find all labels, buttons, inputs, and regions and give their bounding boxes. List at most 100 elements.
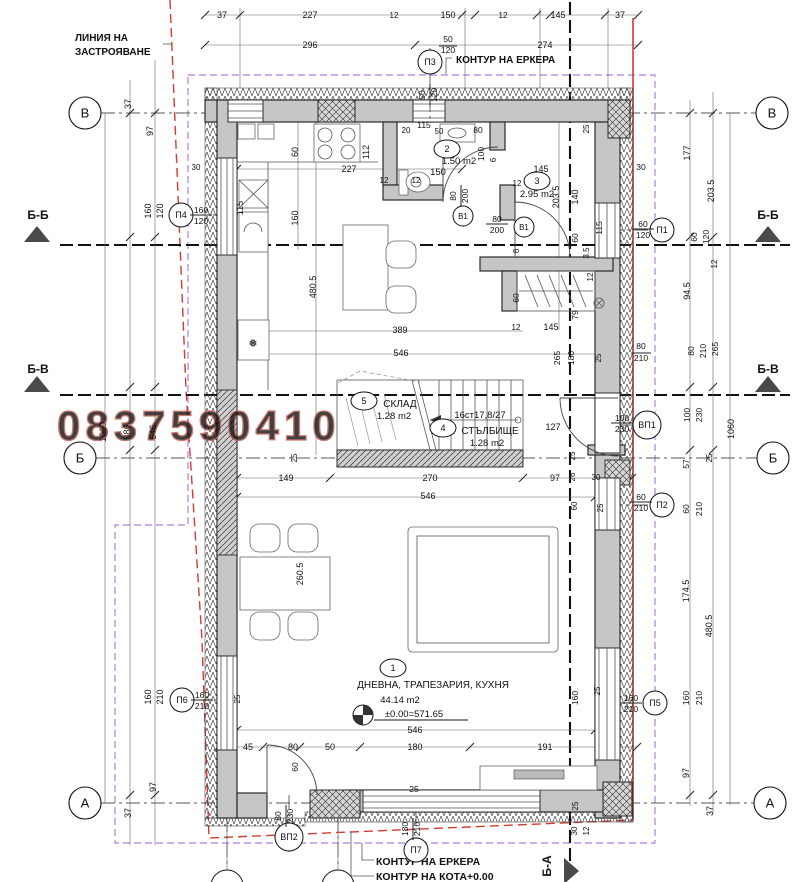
opening-size: 80 <box>492 214 502 224</box>
window-p2 <box>594 477 621 531</box>
room-number-bubble <box>433 139 461 159</box>
section-label: Б-А <box>540 855 554 877</box>
dimension-label: 160 <box>290 210 300 225</box>
room-extra: ±0.00=571.65 <box>385 709 443 720</box>
dimension-label: 150 <box>440 10 455 20</box>
room-extra: 150 <box>430 167 446 178</box>
dimension-label: 270 <box>422 473 437 483</box>
dimension-label: 3.5 <box>582 247 591 259</box>
annotation-note: КОНТУР НА КОТА+0.00 <box>376 871 494 882</box>
bay-window-contour <box>114 74 656 844</box>
dimension-label: 60 <box>689 232 699 242</box>
opening-size: 180 <box>400 822 410 836</box>
window-p5 <box>594 647 621 761</box>
room-name: ДНЕВНА, ТРАПЕЗАРИЯ, КУХНЯ <box>357 680 509 691</box>
dimension-label: 210 <box>694 502 704 516</box>
axis-bubble <box>68 786 102 820</box>
dimension-label: 149 <box>278 473 293 483</box>
opening-size: 200 <box>460 189 470 203</box>
opening-size: 160 <box>194 205 208 215</box>
dimension-label: 60 <box>570 501 579 510</box>
toilet <box>398 169 431 196</box>
dimension-label: 50 <box>435 127 444 136</box>
section-triangle <box>564 858 579 882</box>
watermark-text: 0837590410 <box>57 402 341 449</box>
opening-tag-bubble <box>452 205 474 227</box>
dimension-label: 180 <box>566 351 576 365</box>
tv-cabinet <box>479 765 598 791</box>
dimension-label: 480.5 <box>704 615 714 638</box>
window-p6 <box>216 655 238 751</box>
opening-size: 60 <box>636 492 646 502</box>
dimension-label: 12 <box>582 826 591 835</box>
dimension-label: 25 <box>582 124 591 133</box>
base-cabinet <box>238 211 269 253</box>
kitchen-island <box>342 224 417 314</box>
section-label: Б-Б <box>757 208 779 222</box>
wc-sink <box>439 123 476 143</box>
opening-size: 230 <box>285 809 295 823</box>
dimension-label: 180 <box>407 742 422 752</box>
dimension-label: 6 <box>489 157 498 162</box>
axis-bubble <box>68 96 102 130</box>
dimension-label: 1060 <box>726 419 736 439</box>
opening-size: 100 <box>615 413 629 423</box>
dimension-label: 174.5 <box>681 580 691 603</box>
section-triangle <box>24 226 50 242</box>
section-label: Б-В <box>757 362 779 376</box>
dimension-label: 80 <box>288 742 298 752</box>
room-extra: 16ст17,8/27 <box>454 410 505 421</box>
opening-size: 200 <box>490 225 504 235</box>
dimension-lines <box>104 8 731 870</box>
opening-tag: П4 <box>175 210 186 220</box>
dimension-label: 12 <box>512 323 521 332</box>
dimension-label: 191 <box>537 742 552 752</box>
room-area: 1.50 m2 <box>442 156 476 167</box>
dimension-label: 25 <box>409 784 419 794</box>
dimension-label: 97 <box>681 768 691 778</box>
cutoff-bubbles <box>210 869 355 882</box>
dimension-label: ❅ <box>248 338 257 350</box>
dimension-label: 120 <box>441 45 455 55</box>
dimension-label: 274 <box>537 40 552 50</box>
room-number: 4 <box>440 423 445 433</box>
dimension-label: 80 <box>686 346 696 356</box>
axis-label: В <box>768 106 777 121</box>
axis-label: В <box>81 106 90 121</box>
dimension-label: 986 <box>122 424 132 439</box>
room-number-bubble <box>379 658 407 678</box>
window-p7 <box>362 789 541 813</box>
section-triangle <box>755 226 781 242</box>
room-area: 44.14 m2 <box>380 695 420 706</box>
stair-landing <box>336 449 524 468</box>
opening-tag-bubble <box>274 822 304 852</box>
opening-tag-bubble <box>632 410 662 440</box>
dimension-label: 12 <box>499 11 508 20</box>
room-name: СТЪЛБИЩЕ <box>461 426 519 437</box>
dimension-label: 389 <box>392 325 407 335</box>
dimension-label: 60 <box>681 504 691 514</box>
dimension-label: 265 <box>552 351 562 365</box>
opening-size: 210 <box>412 822 422 836</box>
opening-size: 60 <box>638 219 648 229</box>
opening-tag: П3 <box>424 57 435 67</box>
dimension-label: 30 <box>636 162 646 172</box>
opening-tag: П1 <box>656 225 667 235</box>
opening-tag-bubble <box>649 492 675 518</box>
dimension-label: 260.5 <box>295 563 305 586</box>
opening-size: 80 <box>273 811 283 821</box>
dimension-label: 37 <box>217 10 227 20</box>
opening-tag-bubble <box>649 217 675 243</box>
opening-size: 210 <box>634 503 648 513</box>
opening-size: 210 <box>195 701 209 711</box>
dimension-label: 160 <box>143 203 153 218</box>
dimension-label: 145 <box>533 164 548 174</box>
opening-size: 120 <box>429 88 439 102</box>
dimension-label: 79 <box>570 310 580 320</box>
dimension-label: 115 <box>235 201 245 215</box>
room-number: 2 <box>444 144 449 154</box>
dimension-label: 25 <box>568 451 577 460</box>
furniture <box>237 123 605 791</box>
